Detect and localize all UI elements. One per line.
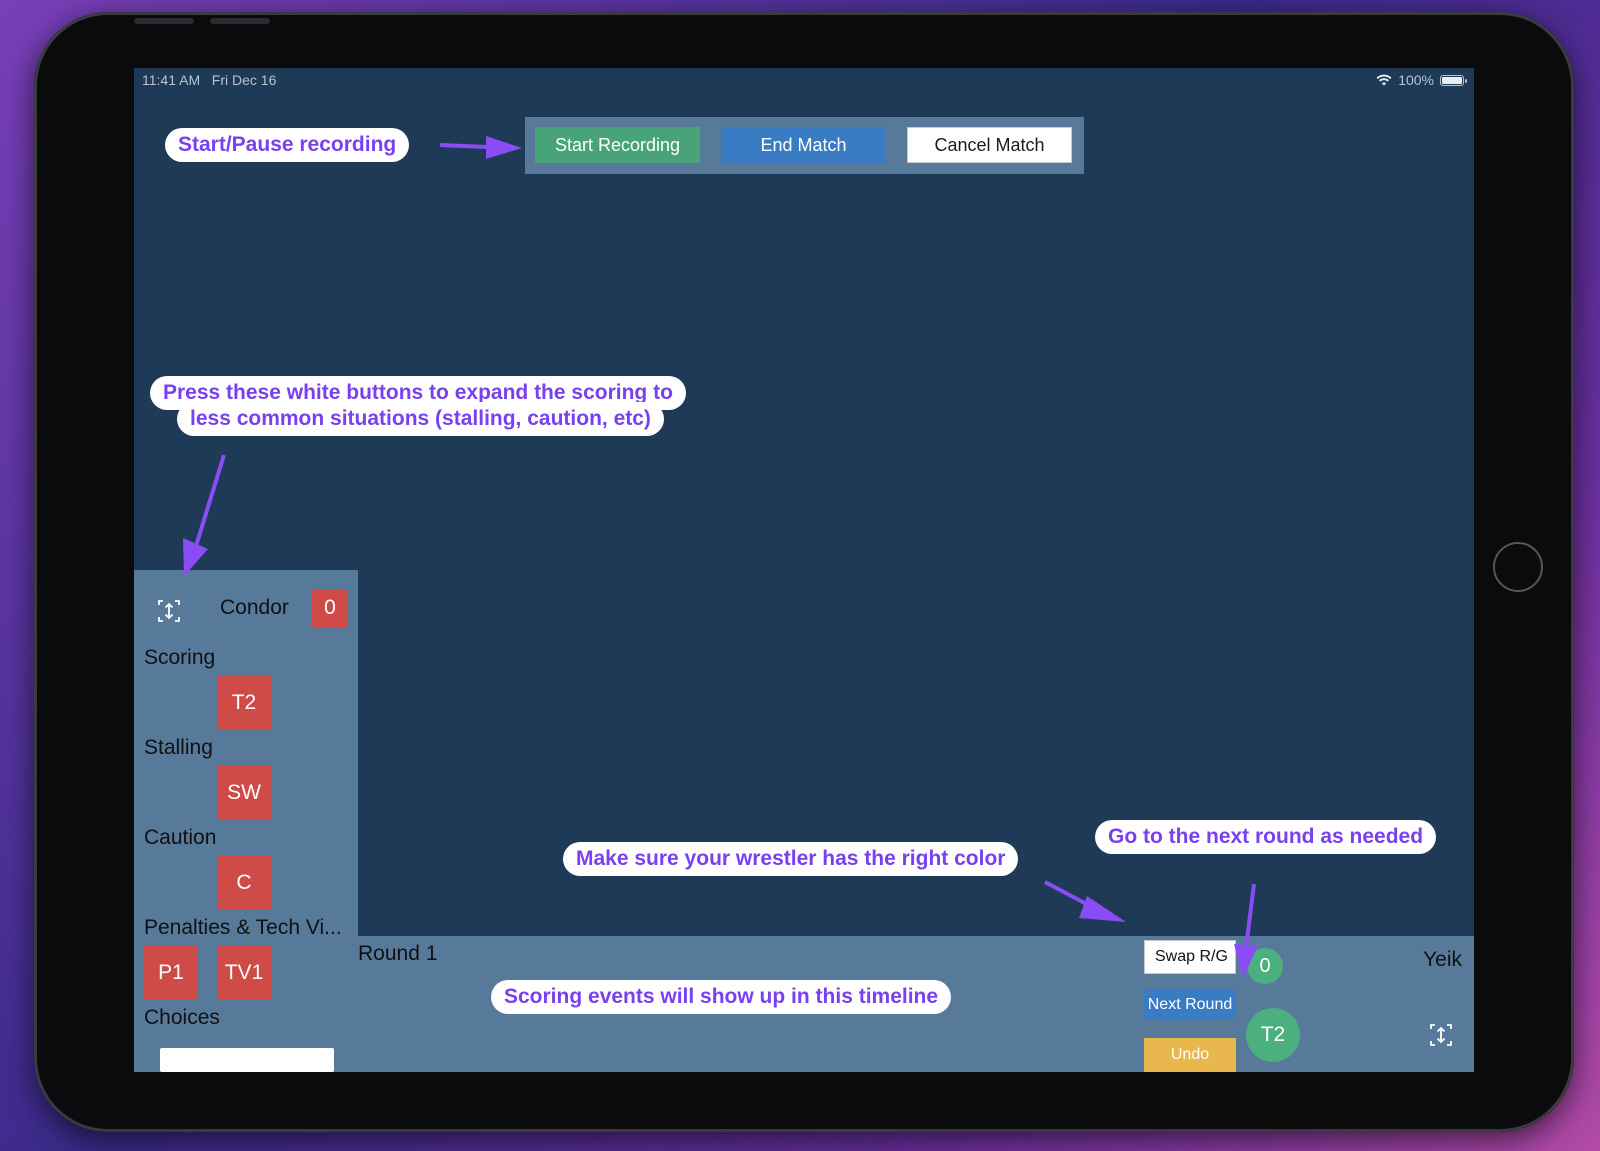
battery-icon — [1440, 74, 1467, 86]
choices-section-label: Choices — [144, 1006, 220, 1029]
power-button — [210, 18, 270, 24]
penalty-1-button[interactable]: P1 — [144, 946, 198, 1000]
scoring-section-label: Scoring — [144, 646, 216, 669]
round-label: Round 1 — [358, 942, 438, 965]
start-recording-button[interactable]: Start Recording — [535, 127, 700, 163]
callout-next-round: Go to the next round as needed — [1095, 820, 1437, 854]
caution-button[interactable]: C — [217, 856, 271, 910]
red-wrestler-name: Condor — [220, 596, 289, 619]
takedown-2-button[interactable]: T2 — [217, 676, 271, 730]
undo-button[interactable]: Undo — [1144, 1038, 1236, 1072]
penalties-section-label: Penalties & Tech Vi... — [144, 916, 342, 939]
home-button[interactable] — [1493, 542, 1543, 592]
callout-color: Make sure your wrestler has the right co… — [563, 842, 1019, 876]
choices-button[interactable] — [160, 1048, 334, 1072]
callout-expand-line2: less common situations (stalling, cautio… — [177, 402, 664, 436]
end-match-button[interactable]: End Match — [721, 127, 886, 163]
green-wrestler-name: Yeik — [1423, 948, 1462, 971]
stalling-section-label: Stalling — [144, 736, 213, 759]
callout-timeline: Scoring events will show up in this time… — [491, 980, 952, 1014]
match-toolbar: Start Recording End Match Cancel Match — [525, 117, 1084, 174]
status-bar: 11:41 AM Fri Dec 16 100% — [134, 68, 1474, 92]
stalling-warning-button[interactable]: SW — [217, 766, 271, 820]
expand-icon[interactable] — [1424, 1018, 1458, 1052]
green-takedown-2-button[interactable]: T2 — [1246, 1008, 1300, 1062]
expand-icon[interactable] — [152, 594, 186, 628]
red-wrestler-score: 0 — [312, 589, 348, 627]
cancel-match-button[interactable]: Cancel Match — [907, 127, 1072, 163]
tech-violation-1-button[interactable]: TV1 — [217, 946, 271, 1000]
app-screen: 11:41 AM Fri Dec 16 100% Start Recording… — [134, 68, 1474, 1072]
status-indicators: 100% — [1376, 72, 1467, 88]
red-wrestler-panel: Condor 0 Scoring T2 Stalling SW Caution … — [134, 570, 358, 1072]
callout-recording: Start/Pause recording — [165, 128, 410, 162]
next-round-button[interactable]: Next Round — [1144, 990, 1236, 1020]
wifi-icon — [1376, 74, 1392, 86]
battery-percent: 100% — [1398, 72, 1434, 88]
green-wrestler-score: 0 — [1247, 948, 1283, 984]
caution-section-label: Caution — [144, 826, 217, 849]
status-time: 11:41 AM Fri Dec 16 — [142, 72, 277, 88]
volume-button — [134, 18, 194, 24]
swap-colors-button[interactable]: Swap R/G — [1144, 940, 1236, 974]
